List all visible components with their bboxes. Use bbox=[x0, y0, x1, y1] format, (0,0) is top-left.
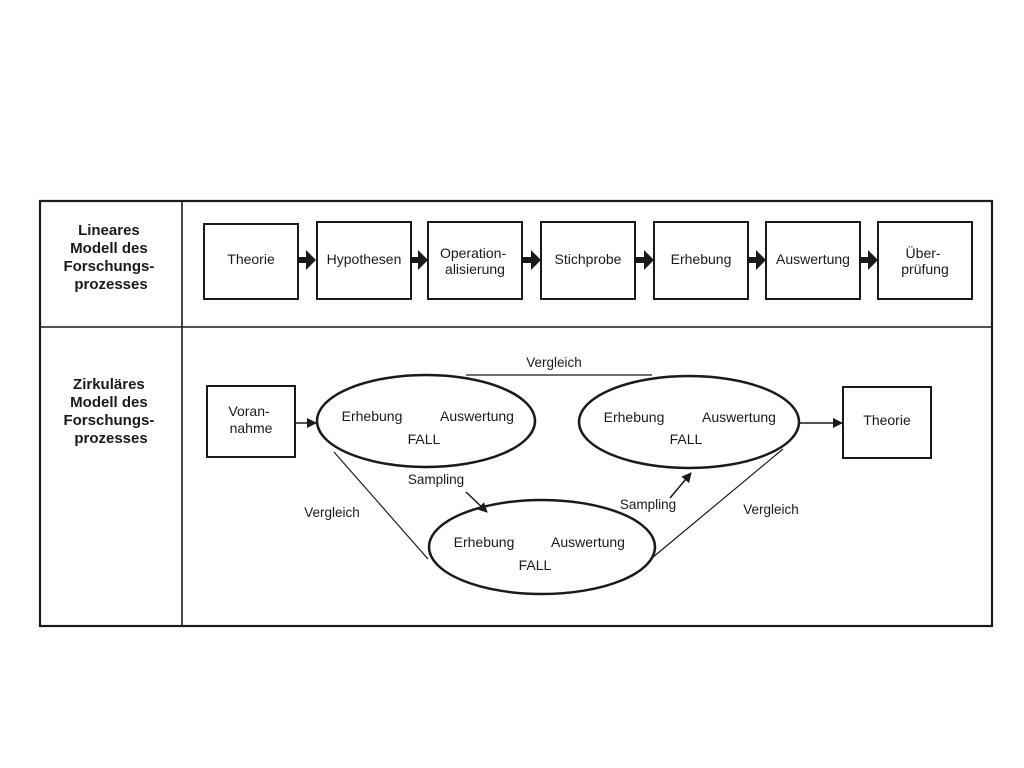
start-box-vorannahme: Voran- nahme bbox=[206, 385, 296, 458]
svg-text:Stichprobe: Stichprobe bbox=[555, 251, 622, 267]
vergleich-label-left: Vergleich bbox=[304, 505, 360, 520]
linear-arrow-5 bbox=[749, 250, 766, 270]
svg-text:Theorie: Theorie bbox=[863, 412, 911, 428]
circular-model-label: Zirkuläres Modell des Forschungs- prozes… bbox=[63, 376, 158, 447]
svg-text:FALL: FALL bbox=[670, 431, 703, 447]
vergleich-label-right: Vergleich bbox=[743, 502, 799, 517]
vergleich-label-top: Vergleich bbox=[526, 355, 582, 370]
linear-arrow-3 bbox=[523, 250, 541, 270]
vergleich-line-right bbox=[651, 448, 784, 559]
sampling-label-2: Sampling bbox=[620, 497, 676, 512]
end-box-theorie: Theorie bbox=[842, 386, 932, 459]
svg-text:Theorie: Theorie bbox=[227, 251, 275, 267]
linear-step-auswertung: Auswertung bbox=[765, 221, 861, 300]
linear-arrow-4 bbox=[636, 250, 654, 270]
svg-text:Hypothesen: Hypothesen bbox=[327, 251, 402, 267]
sampling-label-1: Sampling bbox=[408, 472, 464, 487]
linear-step-theorie: Theorie bbox=[203, 223, 299, 300]
sampling-arrow-2 bbox=[669, 472, 692, 499]
svg-text:Auswertung: Auswertung bbox=[440, 408, 514, 424]
outer-frame bbox=[38, 199, 994, 628]
svg-text:Auswertung: Auswertung bbox=[551, 534, 625, 550]
linear-step-hypothesen: Hypothesen bbox=[316, 221, 412, 300]
svg-text:Erhebung: Erhebung bbox=[342, 408, 403, 424]
svg-text:Operation- alisierung: Operation- alisierung bbox=[440, 245, 510, 277]
case-ellipse-2: Erhebung Auswertung FALL bbox=[577, 374, 801, 470]
linear-step-operationalisierung: Operation- alisierung bbox=[427, 221, 523, 300]
linear-step-ueberpruefung: Über- prüfung bbox=[877, 221, 973, 300]
case-ellipse-3: Erhebung Auswertung FALL bbox=[427, 498, 657, 596]
svg-text:Voran- nahme: Voran- nahme bbox=[228, 403, 273, 436]
svg-text:Erhebung: Erhebung bbox=[604, 409, 665, 425]
svg-text:Erhebung: Erhebung bbox=[454, 534, 515, 550]
vergleich-line-left bbox=[333, 451, 429, 560]
svg-text:Über- prüfung: Über- prüfung bbox=[901, 244, 948, 277]
svg-text:Erhebung: Erhebung bbox=[671, 251, 732, 267]
linear-arrow-6 bbox=[861, 250, 878, 270]
sampling-arrow-1 bbox=[465, 491, 488, 513]
linear-arrow-2 bbox=[412, 250, 428, 270]
linear-step-stichprobe: Stichprobe bbox=[540, 221, 636, 300]
linear-step-erhebung: Erhebung bbox=[653, 221, 749, 300]
linear-model-label: Lineares Modell des Forschungs- prozesse… bbox=[63, 222, 158, 293]
svg-text:FALL: FALL bbox=[519, 557, 552, 573]
svg-text:Auswertung: Auswertung bbox=[702, 409, 776, 425]
svg-text:Auswertung: Auswertung bbox=[776, 251, 850, 267]
svg-text:FALL: FALL bbox=[408, 431, 441, 447]
linear-arrow-1 bbox=[299, 250, 316, 270]
case-ellipse-1: Erhebung Auswertung FALL bbox=[315, 373, 537, 469]
linear-arrows bbox=[299, 250, 878, 270]
